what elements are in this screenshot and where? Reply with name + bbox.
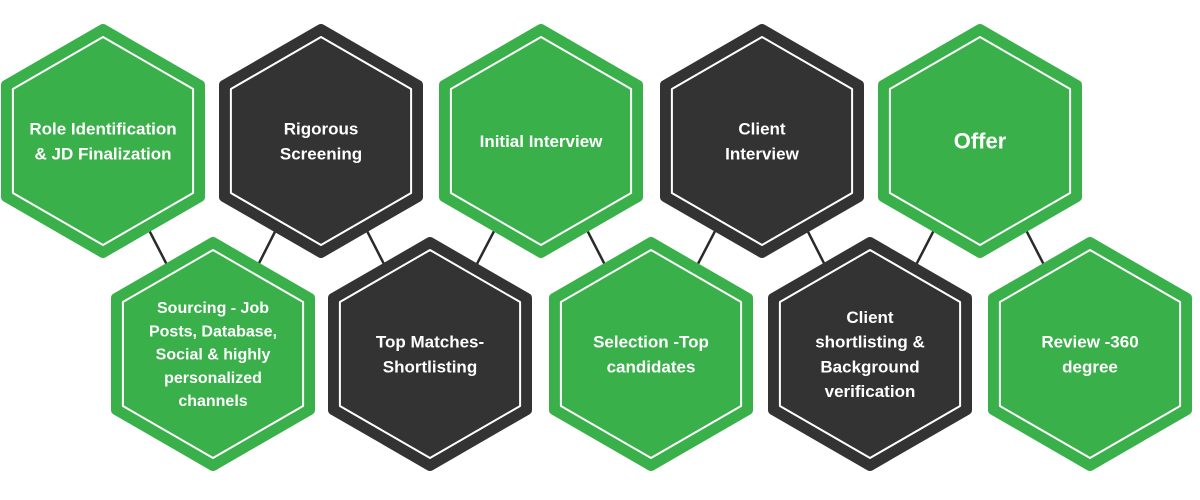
- step-label-line: Shortlisting: [383, 357, 477, 376]
- step-label-line: Client: [846, 308, 894, 327]
- hexagon-inner-border: [11, 36, 195, 246]
- step-label-line: Social & highly: [156, 347, 271, 364]
- step-label-line: channels: [178, 393, 247, 410]
- step-label-line: Posts, Database,: [149, 323, 277, 340]
- step-label: Offer: [954, 129, 1007, 154]
- hexagon-inner-border: [338, 249, 522, 459]
- hexagon-inner-border: [121, 249, 305, 459]
- step-label-line: Interview: [725, 144, 799, 163]
- process-step-1: Role Identification & JD Finalization: [1, 24, 205, 258]
- process-step-8: Client shortlisting & Background verificati…: [768, 237, 972, 471]
- hexagon-inner-border: [778, 249, 962, 459]
- step-label-line: Sourcing - Job: [157, 300, 269, 317]
- hexagon-inner-border: [229, 36, 413, 246]
- step-label-line: Screening: [280, 144, 362, 163]
- step-label-line: Initial Interview: [480, 132, 604, 151]
- process-step-6: Selection -Top candidates: [549, 237, 753, 471]
- step-label-line: Rigorous: [284, 120, 359, 139]
- step-label: Top Matches- Shortlisting: [376, 333, 484, 377]
- hexagon-inner-border: [449, 36, 633, 246]
- step-label-line: Background: [820, 357, 919, 376]
- process-step-4: Top Matches- Shortlisting: [328, 237, 532, 471]
- step-label: Initial Interview: [480, 132, 604, 151]
- step-label: Client shortlisting & Background verificati…: [815, 308, 925, 401]
- step-label-line: Offer: [954, 129, 1007, 154]
- step-label-line: degree: [1062, 357, 1118, 376]
- process-step-5: Initial Interview: [439, 24, 643, 258]
- hexagon-steps: Role Identification & JD FinalizationSour…: [1, 24, 1192, 471]
- step-label-line: personalized: [164, 370, 262, 387]
- process-step-10: Review -360 degree: [988, 237, 1192, 471]
- hexagon-inner-border: [670, 36, 854, 246]
- step-label-line: Selection -Top: [593, 333, 709, 352]
- step-label-line: & JD Finalization: [35, 144, 172, 163]
- step-label-line: Role Identification: [29, 120, 176, 139]
- step-label-line: Top Matches-: [376, 333, 484, 352]
- hexagon-inner-border: [888, 36, 1072, 246]
- step-label-line: Client: [738, 120, 786, 139]
- step-label: Review -360 degree: [1041, 333, 1138, 377]
- step-label-line: verification: [825, 382, 916, 401]
- process-step-9: Offer: [878, 24, 1082, 258]
- step-label: Role Identification & JD Finalization: [29, 120, 176, 164]
- step-label: Selection -Top candidates: [593, 333, 709, 377]
- step-label-line: Review -360: [1041, 333, 1138, 352]
- hexagon-inner-border: [998, 249, 1182, 459]
- step-label-line: shortlisting &: [815, 333, 925, 352]
- step-label-line: candidates: [607, 357, 696, 376]
- hexagon-inner-border: [559, 249, 743, 459]
